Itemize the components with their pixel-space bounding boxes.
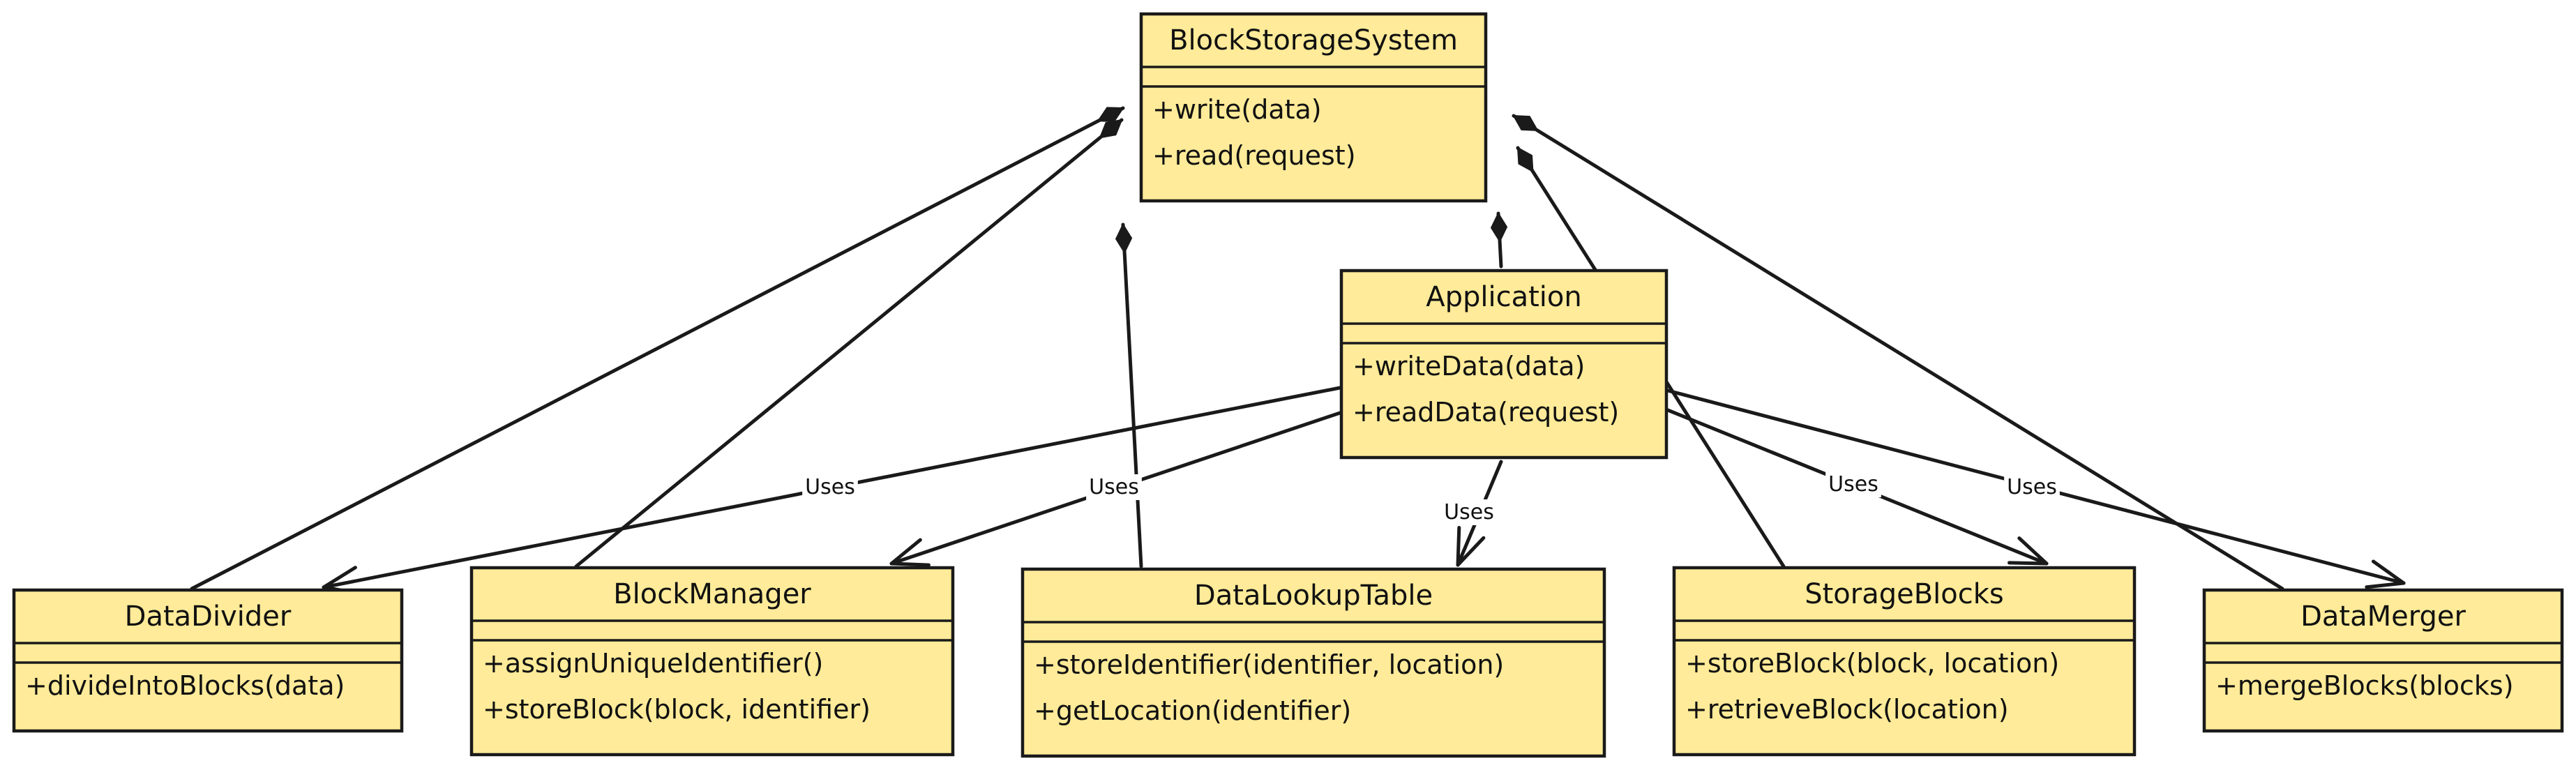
class-method: +retrieveBlock(location) <box>1685 694 2009 725</box>
class-datalookuptable[interactable]: DataLookupTable +storeIdentifier(identifi… <box>1020 567 1606 758</box>
edge-label: Uses <box>1828 472 1878 497</box>
class-method: +storeIdentifier(identifier, location) <box>1034 649 1504 680</box>
class-application[interactable]: Application +writeData(data) +readData(req… <box>1339 269 1669 460</box>
class-method: +getLocation(identifier) <box>1034 695 1351 726</box>
composition-relation <box>190 106 1125 591</box>
composition-diamond <box>1512 114 1539 132</box>
edge-label-background <box>1086 474 1142 500</box>
relations-layer <box>190 106 2406 596</box>
class-box <box>2202 588 2564 733</box>
composition-line <box>574 118 1124 568</box>
dependency-arrowhead <box>889 538 931 567</box>
class-method: +readData(request) <box>1353 397 1619 428</box>
edge-label-background <box>1825 471 1881 497</box>
class-name: DataLookupTable <box>1194 580 1433 612</box>
class-method: +read(request) <box>1152 140 1356 171</box>
class-datamerger[interactable]: DataMerger +mergeBlocks(blocks) <box>2202 588 2564 733</box>
composition-diamond <box>1097 107 1124 122</box>
composition-relation <box>574 118 1124 568</box>
class-box <box>1672 566 2137 757</box>
class-method: +write(data) <box>1152 94 1322 125</box>
class-name: DataMerger <box>2300 601 2466 633</box>
edge-label-group: Uses <box>1441 499 1497 525</box>
class-box <box>12 588 404 733</box>
dependency-arrowhead <box>1456 526 1486 567</box>
composition-relation <box>1490 211 1508 269</box>
edge-label-group: Uses <box>1825 471 1881 497</box>
edge-label: Uses <box>1444 500 1494 524</box>
class-name: BlockStorageSystem <box>1169 24 1458 56</box>
class-box <box>469 566 955 757</box>
classes-layer: BlockStorageSystem +write(data) +read(requ… <box>12 12 2564 758</box>
dependency-arrowhead <box>2365 559 2406 589</box>
edge-label: Uses <box>805 475 855 499</box>
class-name: BlockManager <box>613 578 811 610</box>
class-method: +storeBlock(block, location) <box>1685 648 2059 679</box>
edge-label: Uses <box>2007 475 2057 499</box>
class-storageblocks[interactable]: StorageBlocks +storeBlock(block, location… <box>1672 566 2137 757</box>
edge-label-background <box>2004 474 2060 500</box>
class-blockstoragesystem[interactable]: BlockStorageSystem +write(data) +read(requ… <box>1139 12 1488 203</box>
class-box <box>1020 567 1606 758</box>
class-datadivider[interactable]: DataDivider +divideIntoBlocks(data) <box>12 588 404 733</box>
edge-label-group: Uses <box>1086 474 1142 500</box>
edge-label-background <box>1441 499 1497 525</box>
edge-label-group: Uses <box>802 474 858 500</box>
class-method: +assignUniqueIdentifier() <box>483 648 823 679</box>
composition-diamond <box>1099 119 1123 139</box>
class-method: +divideIntoBlocks(data) <box>25 670 345 701</box>
composition-line <box>1512 114 2284 591</box>
class-method: +writeData(data) <box>1353 351 1585 382</box>
class-name: DataDivider <box>125 601 292 633</box>
composition-diamond <box>1516 146 1534 173</box>
class-name: Application <box>1426 281 1582 313</box>
edge-label: Uses <box>1089 475 1139 499</box>
class-method: +mergeBlocks(blocks) <box>2215 670 2514 701</box>
class-box <box>1339 269 1669 460</box>
composition-diamond <box>1490 211 1508 243</box>
class-name: StorageBlocks <box>1805 578 2004 610</box>
edge-label-group: Uses <box>2004 474 2060 500</box>
edge-label-background <box>802 474 858 500</box>
composition-relation <box>1512 114 2284 591</box>
class-box <box>1139 12 1488 203</box>
composition-diamond <box>1115 222 1133 255</box>
composition-relation <box>1115 222 1143 568</box>
composition-line <box>190 106 1125 591</box>
class-method: +storeBlock(block, identifier) <box>483 694 871 725</box>
composition-line <box>1121 222 1143 568</box>
class-blockmanager[interactable]: BlockManager +assignUniqueIdentifier() +st… <box>469 566 955 757</box>
dependency-arrowhead <box>2008 536 2049 566</box>
